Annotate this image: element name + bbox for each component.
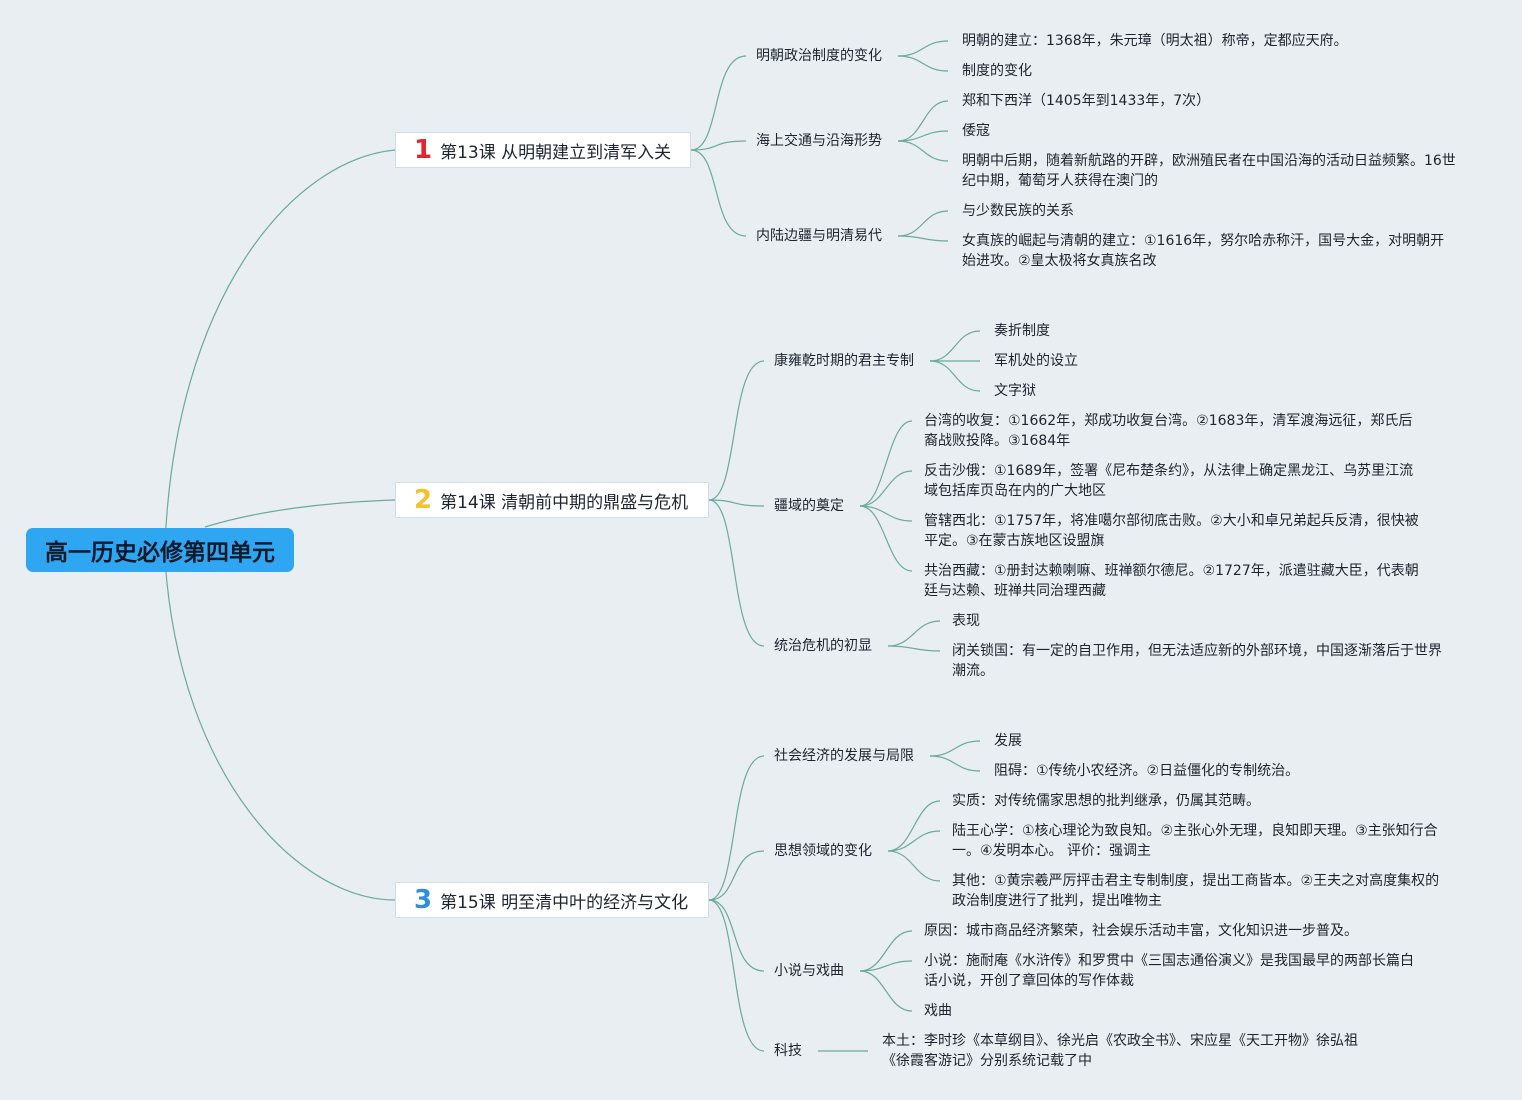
leaf-item[interactable]: 明朝中后期，随着新航路的开辟，欧洲殖民者在中国沿海的活动日益频繁。16世纪中期，…	[962, 153, 1456, 189]
leaf-branch	[859, 470, 913, 507]
leaf-branch	[897, 235, 949, 242]
leaf-item[interactable]: 与少数民族的关系	[962, 203, 1074, 219]
leaf-item[interactable]: 倭寇	[962, 123, 990, 139]
lesson-title: 第15课 明至清中叶的经济与文化	[440, 892, 689, 913]
leaf-item[interactable]: 发展	[994, 733, 1022, 749]
number-3-icon: 3	[414, 885, 433, 915]
topic-fiction-drama[interactable]: 小说与戏曲	[774, 963, 844, 979]
leaf-branch	[929, 755, 981, 772]
topic-autocracy[interactable]: 康雍乾时期的君主专制	[774, 353, 914, 369]
leaf-branch	[897, 40, 949, 57]
lesson-branch	[708, 499, 765, 647]
leaf-branch	[887, 850, 941, 882]
leaf-item[interactable]: 反击沙俄：①1689年，签署《尼布楚条约》，从法律上确定黑龙江、乌苏里江流域包括…	[924, 463, 1414, 499]
root-branch	[204, 499, 396, 528]
lesson-branch	[708, 499, 765, 507]
topic-maritime[interactable]: 海上交通与沿海形势	[756, 133, 882, 149]
leaf-item[interactable]: 制度的变化	[962, 63, 1032, 79]
root-branch	[164, 559, 396, 901]
leaf-branch	[897, 140, 949, 162]
leaf-item[interactable]: 明朝的建立：1368年，朱元璋（明太祖）称帝，定都应天府。	[962, 33, 1348, 49]
lesson-15-node[interactable]: 3 第15课 明至清中叶的经济与文化	[395, 882, 709, 918]
leaf-branch	[897, 55, 949, 72]
leaf-item[interactable]: 陆王心学：①核心理论为致良知。②主张心外无理，良知即天理。③主张知行合一。④发明…	[952, 823, 1438, 859]
topic-ming-politics[interactable]: 明朝政治制度的变化	[756, 48, 882, 64]
root-branch	[164, 149, 396, 546]
lesson-branch	[708, 899, 765, 1052]
lesson-title: 第13课 从明朝建立到清军入关	[440, 142, 672, 163]
leaf-item[interactable]: 郑和下西洋（1405年到1433年，7次）	[962, 93, 1211, 109]
topic-economy[interactable]: 社会经济的发展与局限	[774, 748, 914, 764]
lesson-title: 第14课 清朝前中期的鼎盛与危机	[440, 492, 689, 513]
topic-science[interactable]: 科技	[774, 1043, 802, 1059]
leaf-item[interactable]: 小说：施耐庵《水浒传》和罗贯中《三国志通俗演义》是我国最早的两部长篇白话小说，开…	[924, 953, 1414, 989]
lesson-branch	[708, 850, 765, 901]
leaf-branch	[929, 740, 981, 757]
leaf-item[interactable]: 管辖西北：①1757年，将准噶尔部彻底击败。②大小和卓兄弟起兵反清，很快被平定。…	[924, 513, 1419, 549]
topic-crisis[interactable]: 统治危机的初显	[774, 638, 872, 654]
leaf-branch	[929, 330, 981, 362]
leaf-branch	[887, 645, 941, 652]
leaf-item[interactable]: 军机处的设立	[994, 353, 1078, 369]
leaf-item[interactable]: 奏折制度	[994, 323, 1050, 339]
leaf-branch	[859, 970, 913, 1012]
leaf-branch	[897, 210, 949, 237]
leaf-branch	[887, 620, 941, 647]
leaf-branch	[859, 505, 913, 572]
leaf-branch	[859, 930, 913, 972]
leaf-item[interactable]: 台湾的收复：①1662年，郑成功收复台湾。②1683年，清军渡海远征，郑氏后裔战…	[924, 413, 1413, 449]
leaf-item[interactable]: 文字狱	[994, 383, 1036, 399]
leaf-item[interactable]: 实质：对传统儒家思想的批判继承，仍属其范畴。	[952, 793, 1260, 809]
lesson-branch	[708, 899, 765, 972]
leaf-item[interactable]: 女真族的崛起与清朝的建立：①1616年，努尔哈赤称汗，国号大金，对明朝开始进攻。…	[962, 233, 1445, 269]
leaf-branch	[859, 960, 913, 972]
topic-thought[interactable]: 思想领域的变化	[774, 843, 872, 859]
lesson-branch	[708, 755, 765, 901]
leaf-branch	[897, 130, 949, 142]
leaf-item[interactable]: 闭关锁国：有一定的自卫作用，但无法适应新的外部环境，中国逐渐落后于世界潮流。	[952, 643, 1442, 679]
lesson-branch	[690, 55, 747, 151]
lesson-branch	[690, 140, 747, 151]
leaf-item[interactable]: 表现	[952, 613, 980, 629]
leaf-item[interactable]: 本土：李时珍《本草纲目》、徐光启《农政全书》、宋应星《天工开物》徐弘祖《徐霞客游…	[882, 1033, 1358, 1069]
leaf-item[interactable]: 其他：①黄宗羲严厉抨击君主专制制度，提出工商皆本。②王夫之对高度集权的政治制度进…	[952, 873, 1440, 909]
leaf-item[interactable]: 阻碍：①传统小农经济。②日益僵化的专制统治。	[994, 763, 1300, 779]
number-2-icon: 2	[414, 485, 433, 515]
leaf-item[interactable]: 戏曲	[924, 1003, 952, 1019]
lesson-13-node[interactable]: 1 第13课 从明朝建立到清军入关	[395, 132, 691, 168]
lesson-branch	[708, 360, 765, 501]
leaf-branch	[859, 505, 913, 522]
lesson-branch	[690, 149, 747, 237]
root-topic[interactable]: 高一历史必修第四单元	[26, 528, 294, 572]
number-1-icon: 1	[414, 135, 433, 165]
leaf-branch	[897, 100, 949, 142]
lesson-14-node[interactable]: 2 第14课 清朝前中期的鼎盛与危机	[395, 482, 709, 518]
leaf-branch	[859, 420, 913, 507]
leaf-item[interactable]: 原因：城市商品经济繁荣，社会娱乐活动丰富，文化知识进一步普及。	[924, 923, 1358, 939]
leaf-branch	[929, 360, 981, 392]
topic-frontier[interactable]: 内陆边疆与明清易代	[756, 228, 882, 244]
leaf-branch	[887, 830, 941, 852]
leaf-item[interactable]: 共治西藏：①册封达赖喇嘛、班禅额尔德尼。②1727年，派遣驻藏大臣，代表朝廷与达…	[924, 563, 1419, 599]
leaf-branch	[887, 800, 941, 852]
topic-territory[interactable]: 疆域的奠定	[774, 498, 844, 514]
